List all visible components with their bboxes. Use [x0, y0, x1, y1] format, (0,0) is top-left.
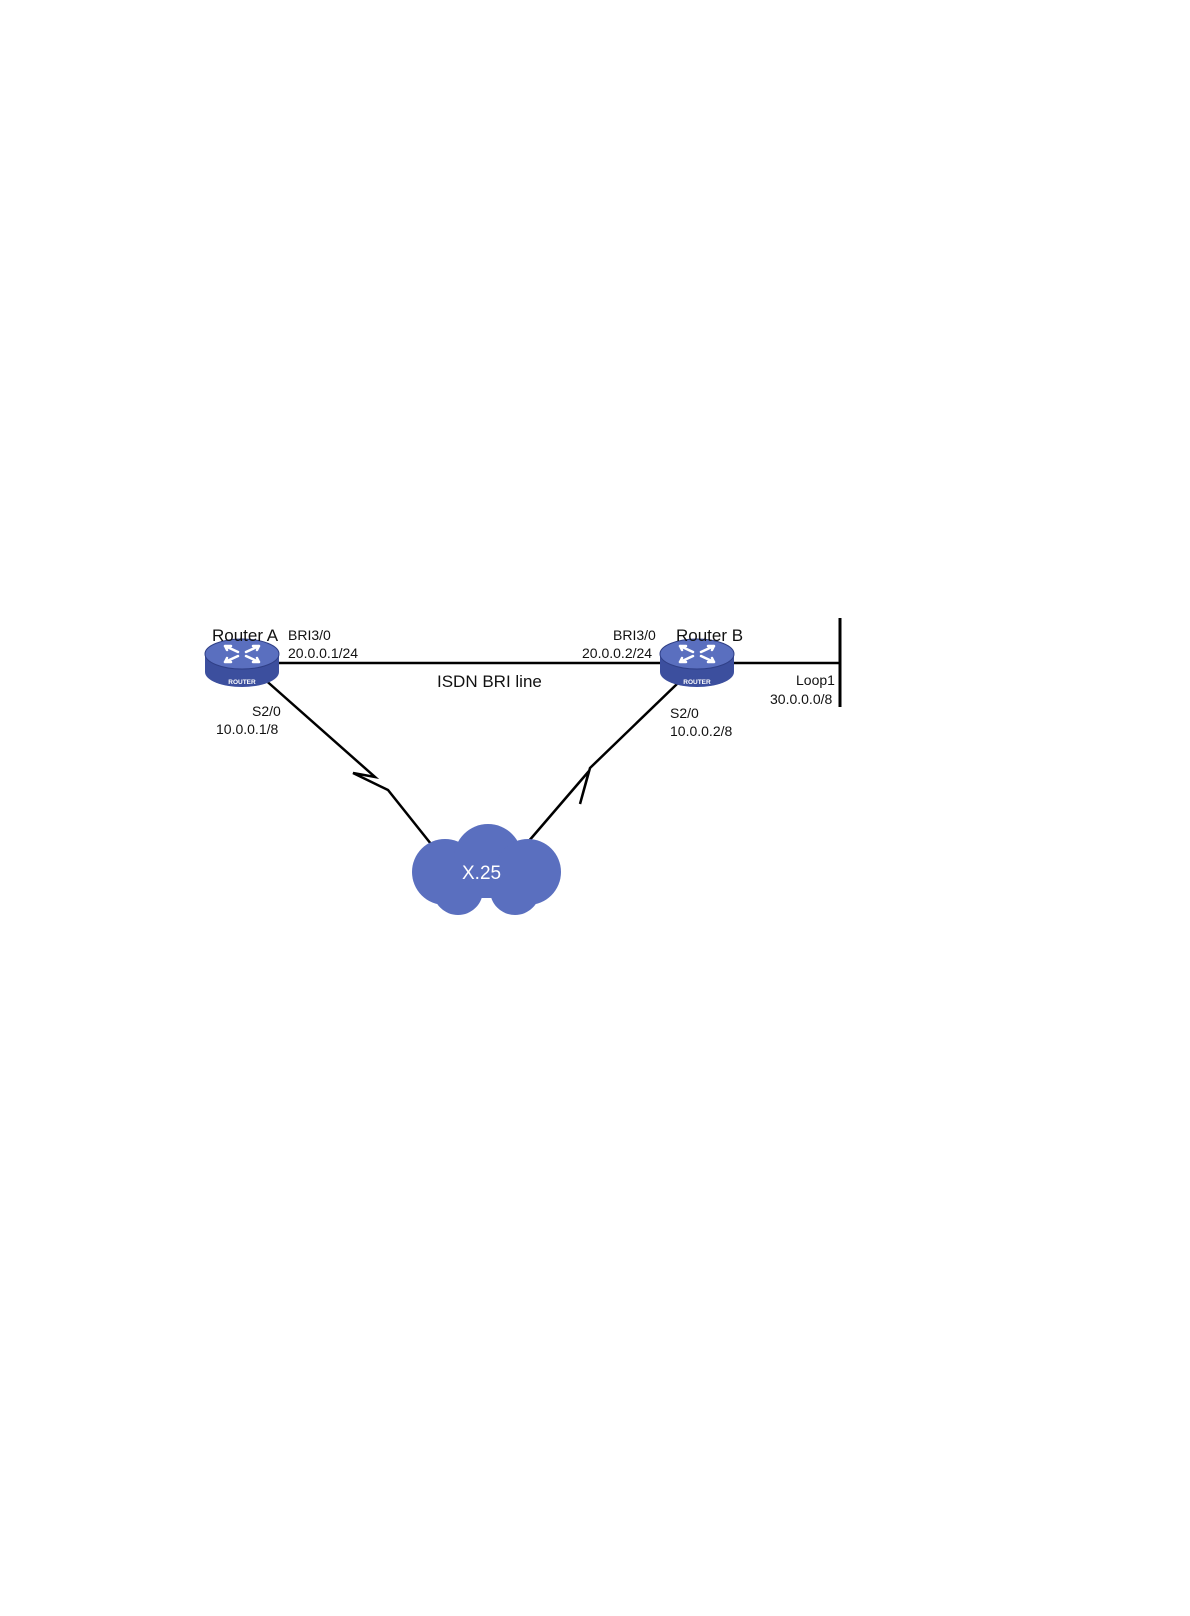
router-b-name: Router B — [676, 627, 743, 644]
router-a-badge: ROUTER — [228, 679, 256, 686]
x25-cloud-label: X.25 — [462, 864, 501, 883]
router-a-serial-ip: 10.0.0.1/8 — [216, 722, 278, 736]
router-a-icon[interactable]: ROUTER — [205, 639, 279, 687]
loopback-ip: 30.0.0.0/8 — [770, 692, 832, 706]
serial-link-b — [522, 683, 678, 849]
router-a-bri-name: BRI3/0 — [288, 628, 331, 642]
router-b-serial-ip: 10.0.0.2/8 — [670, 724, 732, 738]
router-b-serial-name: S2/0 — [670, 706, 699, 720]
router-b-badge: ROUTER — [683, 679, 711, 686]
isdn-line-label: ISDN BRI line — [437, 673, 542, 690]
router-b-icon[interactable]: ROUTER — [660, 639, 734, 687]
router-b-bri-name: BRI3/0 — [613, 628, 656, 642]
router-a-serial-name: S2/0 — [252, 704, 281, 718]
router-a-name: Router A — [212, 627, 278, 644]
router-a-bri-ip: 20.0.0.1/24 — [288, 646, 358, 660]
loopback-name: Loop1 — [796, 673, 835, 687]
router-b-bri-ip: 20.0.0.2/24 — [582, 646, 652, 660]
serial-link-a — [262, 677, 435, 849]
